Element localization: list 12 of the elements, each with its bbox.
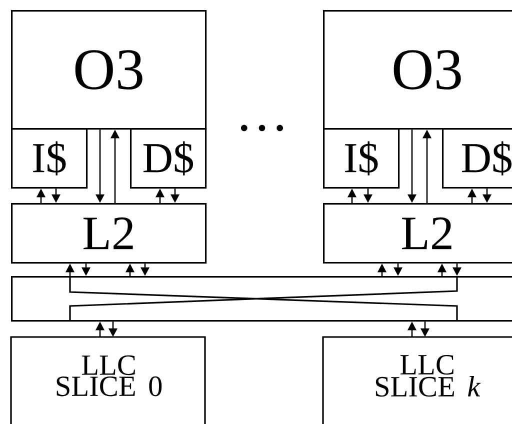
cache-box: L2 bbox=[323, 202, 512, 264]
interconnect-box bbox=[11, 276, 512, 322]
ellipsis: … bbox=[240, 124, 283, 132]
cache-slice-box: LLC SLICE k bbox=[322, 336, 512, 424]
processor-box: O3 bbox=[323, 10, 512, 130]
cache-slice-box: LLC SLICE 0 bbox=[10, 336, 206, 424]
cache-box: I$ bbox=[11, 128, 88, 189]
cache-box: I$ bbox=[323, 128, 400, 189]
cache-box: D$ bbox=[130, 128, 207, 189]
processor-box: O3 bbox=[11, 10, 207, 130]
cache-box: D$ bbox=[442, 128, 512, 189]
cache-box: L2 bbox=[11, 202, 207, 264]
